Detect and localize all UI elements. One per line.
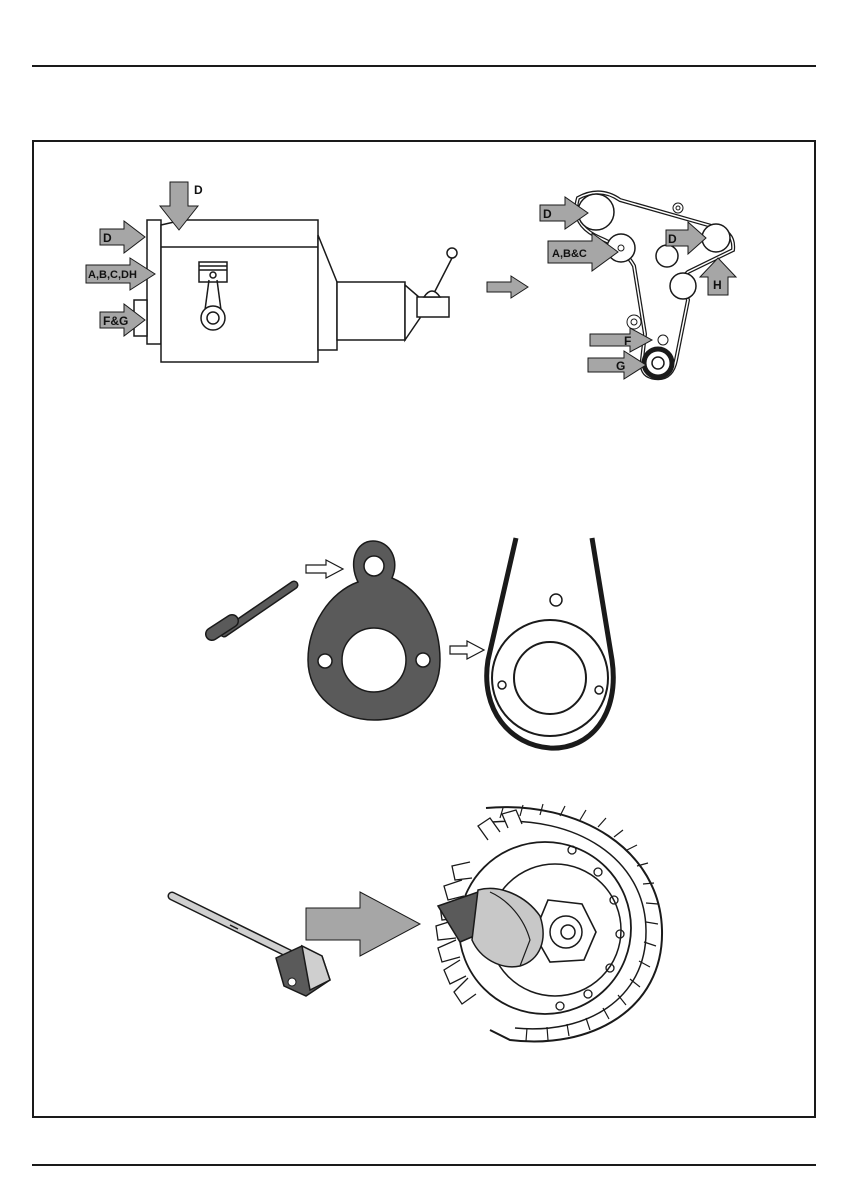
transition-arrow-1 [487,276,528,298]
crank-journal-hole [207,312,219,324]
idler-middle [656,245,678,267]
arrow-plate-to-pulley [450,641,484,659]
label-abcdh: A,B,C,DH [88,269,137,281]
arrow-tool-to-gear [306,892,420,956]
locking-plate-top-hole [364,556,384,576]
sprocket-hole-1 [594,868,602,876]
idler-lower-hub [631,319,637,325]
locking-plate-right-hole [416,653,430,667]
engine-illustration [134,220,457,362]
timing-tool-hole [288,978,296,986]
label-belt-h: H [713,278,722,292]
pulley-top-hole [550,594,562,606]
engine-block [161,220,318,362]
label-d-left: D [103,231,112,245]
locking-plate-left-hole [318,654,332,668]
gearbox-body [337,282,405,340]
gearbox-tail [417,297,449,317]
label-fg: F&G [103,314,128,328]
label-belt-d-left: D [543,207,552,221]
locking-pin-tool [212,585,294,634]
idler-f [658,335,668,345]
arrow-pin-to-plate [306,560,343,578]
sprocket-hole-5 [584,990,592,998]
engine-bellhousing [318,235,337,350]
sprocket-teeth-top [478,810,522,840]
pulley-left-hole [498,681,506,689]
pulley-right-hole [595,686,603,694]
label-belt-g: G [616,359,625,373]
label-belt-f: F [624,334,631,348]
piston-pin [210,272,216,278]
pulley-inner [514,642,586,714]
crank-pulley-assembly [487,538,614,748]
water-pump-pulley [670,273,696,299]
gear-lever-boot [424,291,440,297]
crankshaft-hub [652,357,664,369]
gear-lever-knob [447,248,457,258]
sprocket-hole-6 [556,1002,564,1010]
hub-center [561,925,575,939]
locking-plate-center-hole [342,628,406,692]
label-belt-abc: A,B&C [552,248,587,260]
pulley-outer [492,620,608,736]
label-d-top: D [194,183,203,197]
label-belt-d-right: D [668,232,677,246]
engine-front-plate [147,220,161,344]
inserted-tool-head [472,888,543,966]
tensioner-hub [618,245,624,251]
idler-small-top-hub [676,206,680,210]
